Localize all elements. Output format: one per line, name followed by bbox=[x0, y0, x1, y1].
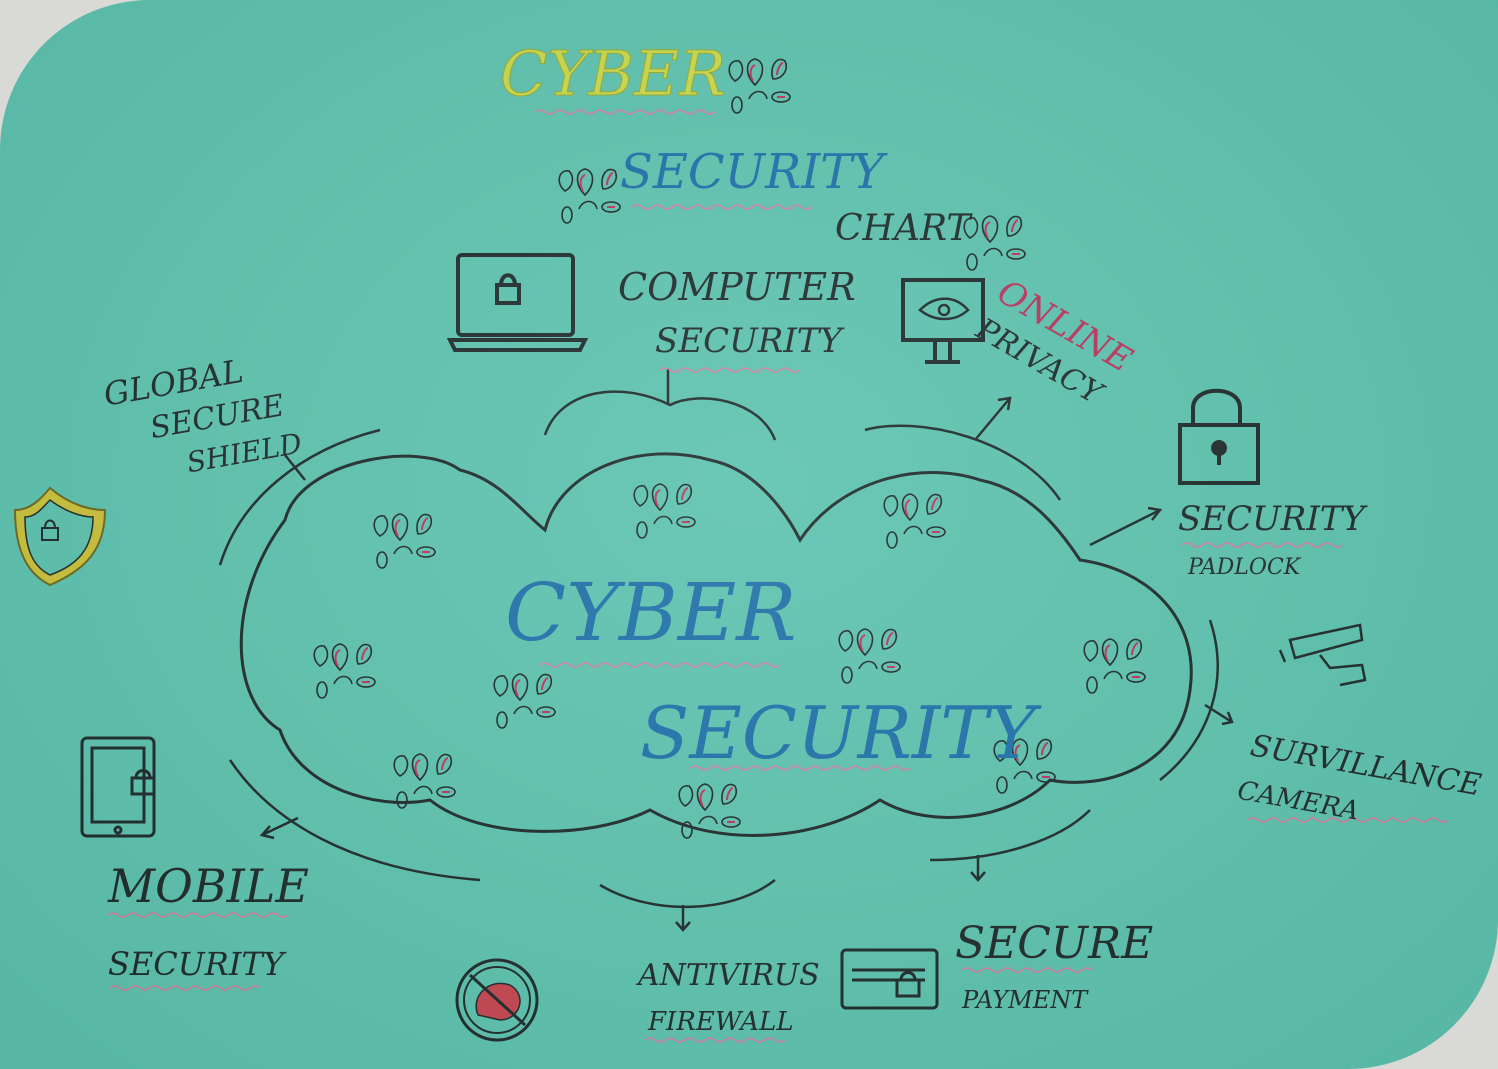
online-privacy-line2: PRIVACY bbox=[969, 311, 1110, 413]
global-shield-line2: SECURE bbox=[148, 388, 287, 446]
central-cloud bbox=[239, 452, 1193, 837]
title-security: SECURITY bbox=[620, 144, 888, 200]
online-privacy-line1: ONLINE bbox=[991, 272, 1140, 381]
computer-security-line2: SECURITY bbox=[655, 321, 845, 361]
decorative-underlines bbox=[107, 109, 1449, 1043]
laptop-lock-icon bbox=[446, 253, 589, 352]
virus-block-icon bbox=[455, 958, 539, 1042]
security-padlock-line1: SECURITY bbox=[1178, 499, 1368, 539]
global-shield-line1: GLOBAL bbox=[101, 352, 246, 414]
padlock-icon bbox=[1178, 388, 1260, 485]
flower-doodles bbox=[313, 58, 1146, 839]
antivirus-firewall-line1: ANTIVIRUS bbox=[635, 958, 820, 993]
mobile-security-line1: MOBILE bbox=[107, 859, 309, 913]
center-title-security: SECURITY bbox=[640, 691, 1042, 775]
mobile-security-line2: SECURITY bbox=[108, 945, 287, 983]
title-chart: CHART bbox=[835, 208, 973, 249]
tablet-lock-icon bbox=[80, 736, 156, 838]
center-title-cyber: CYBER bbox=[505, 566, 796, 659]
secure-payment-line2: PAYMENT bbox=[961, 986, 1089, 1014]
computer-security-line1: COMPUTER bbox=[618, 265, 856, 309]
security-padlock-line2: PADLOCK bbox=[1187, 555, 1302, 580]
shield-icon bbox=[13, 486, 107, 587]
connector-arrows bbox=[259, 368, 1234, 932]
outer-arcs bbox=[218, 390, 1219, 909]
cctv-camera-icon bbox=[1278, 623, 1367, 687]
title-cyber: CYBER bbox=[500, 37, 726, 110]
surveillance-camera-line1: SURVILLANCE bbox=[1248, 728, 1484, 803]
antivirus-firewall-line2: FIREWALL bbox=[647, 1007, 794, 1037]
surveillance-camera-line2: CAMERA bbox=[1235, 776, 1361, 827]
global-shield-line3: SHIELD bbox=[184, 427, 304, 480]
card-lock-icon bbox=[840, 948, 939, 1010]
secure-payment-line1: SECURE bbox=[955, 918, 1153, 969]
monitor-eye-icon bbox=[901, 278, 985, 364]
